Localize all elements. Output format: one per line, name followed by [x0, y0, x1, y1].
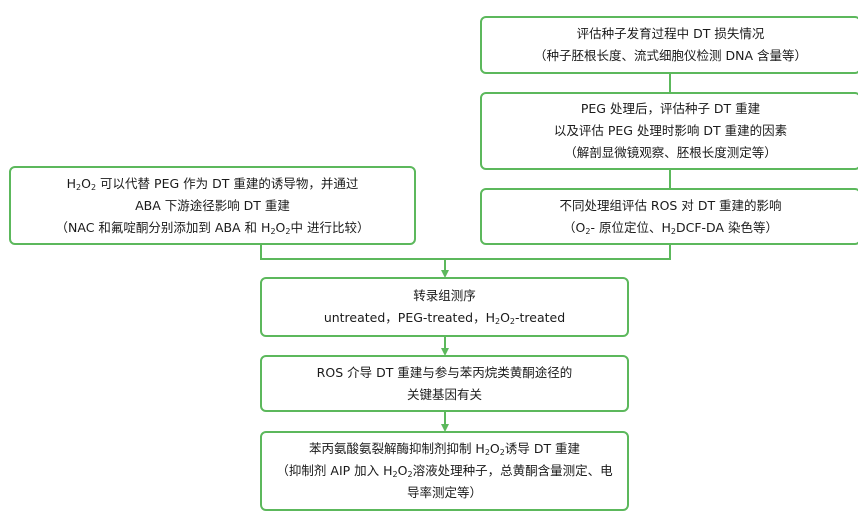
transcriptome-title: 转录组测序 — [413, 288, 476, 303]
box-peg-evaluation: PEG 处理后，评估种子 DT 重建 以及评估 PEG 处理时影响 DT 重建的… — [480, 92, 858, 170]
ros-eval-methods: （O2- 原位定位、H2DCF-DA 染色等） — [563, 219, 778, 236]
box-ros-key-genes: ROS 介导 DT 重建与参与苯丙烷类黄酮途径的 关键基因有关 — [260, 355, 629, 412]
transcriptome-groups: untreated，PEG-treated，H2O2-treated — [323, 310, 566, 326]
h2o2-title: H2O2 可以代替 PEG 作为 DT 重建的诱导物，并通过 — [66, 175, 359, 192]
h2o2-aba-pathway: ABA 下游途径影响 DT 重建 — [135, 197, 290, 213]
ros-eval-title: 不同处理组评估 ROS 对 DT 重建的影响 — [559, 197, 782, 213]
pal-methods: （抑制剂 AIP 加入 H2O2溶液处理种子，总黄酮含量测定、电导率测定等） — [276, 463, 613, 500]
box-transcriptome-sequencing: 转录组测序 untreated，PEG-treated，H2O2-treated — [260, 277, 629, 337]
box-h2o2-inducer: H2O2 可以代替 PEG 作为 DT 重建的诱导物，并通过 ABA 下游途径影… — [9, 166, 416, 245]
dt-loss-methods: （种子胚根长度、流式细胞仪检测 DNA 含量等） — [534, 48, 807, 63]
peg-eval-methods: （解剖显微镜观察、胚根长度测定等） — [564, 145, 777, 160]
peg-eval-factors: 以及评估 PEG 处理时影响 DT 重建的因素 — [553, 123, 788, 138]
h2o2-comparison: （NAC 和氟啶酮分别添加到 ABA 和 H2O2中 进行比较） — [55, 219, 370, 236]
peg-eval-title: PEG 处理后，评估种子 DT 重建 — [580, 101, 761, 116]
pal-title: 苯丙氨酸氨裂解酶抑制剂抑制 H2O2诱导 DT 重建 — [308, 441, 581, 457]
ros-genes-line-2: 关键基因有关 — [406, 386, 482, 402]
ros-genes-line-1: ROS 介导 DT 重建与参与苯丙烷类黄酮途径的 — [316, 364, 573, 380]
box-ros-evaluation: 不同处理组评估 ROS 对 DT 重建的影响 （O2- 原位定位、H2DCF-D… — [480, 188, 858, 245]
dt-loss-title: 评估种子发育过程中 DT 损失情况 — [576, 26, 765, 41]
box-pal-inhibitor: 苯丙氨酸氨裂解酶抑制剂抑制 H2O2诱导 DT 重建 （抑制剂 AIP 加入 H… — [260, 431, 629, 511]
box-dt-loss-evaluation: 评估种子发育过程中 DT 损失情况 （种子胚根长度、流式细胞仪检测 DNA 含量… — [480, 16, 858, 74]
